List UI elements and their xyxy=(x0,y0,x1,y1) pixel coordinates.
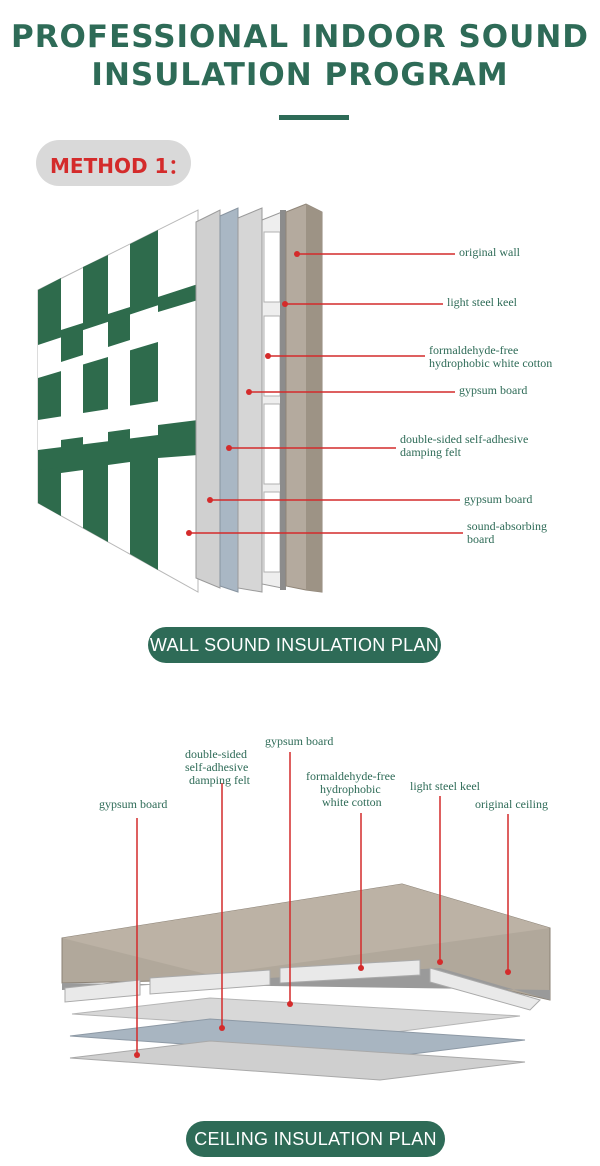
title-underline xyxy=(279,115,349,120)
ceiling-label-light-steel-keel: light steel keel xyxy=(410,779,481,793)
ceiling-diagram xyxy=(61,883,551,1081)
wall-plan-label: WALL SOUND INSULATION PLAN xyxy=(148,627,441,663)
wall-diagram xyxy=(37,203,323,593)
ceiling-gypsum-lower xyxy=(69,1040,526,1081)
page-title-line1: PROFESSIONAL INDOOR SOUND xyxy=(10,19,590,55)
keel-frame xyxy=(261,210,286,590)
wall-label-original-wall: original wall xyxy=(459,245,521,259)
page-title-line2: INSULATION PROGRAM xyxy=(91,57,509,93)
wall-leaders xyxy=(186,251,463,536)
ceiling-label-gypsum-board-1: gypsum board xyxy=(99,797,167,811)
wall-label-gypsum-board-2: gypsum board xyxy=(464,492,532,506)
ceiling-leaders xyxy=(134,752,511,1058)
damping-felt xyxy=(219,207,239,593)
wall-label-light-steel-keel: light steel keel xyxy=(447,295,518,309)
wall-label-gypsum-board-1: gypsum board xyxy=(459,383,527,397)
ceiling-plan-label: CEILING INSULATION PLAN xyxy=(186,1121,445,1157)
ceiling-label-original-ceiling: original ceiling xyxy=(475,797,548,811)
gypsum-board-outer xyxy=(195,209,221,589)
gypsum-board-inner xyxy=(237,207,263,593)
ceiling-label-gypsum-board-2: gypsum board xyxy=(265,734,333,748)
method-label: METHOD 1： xyxy=(50,154,189,178)
wall-labels: original wall light steel keel formaldeh… xyxy=(400,245,552,546)
checkered-sound-absorbing-panel xyxy=(37,209,199,593)
method-badge xyxy=(36,140,191,186)
